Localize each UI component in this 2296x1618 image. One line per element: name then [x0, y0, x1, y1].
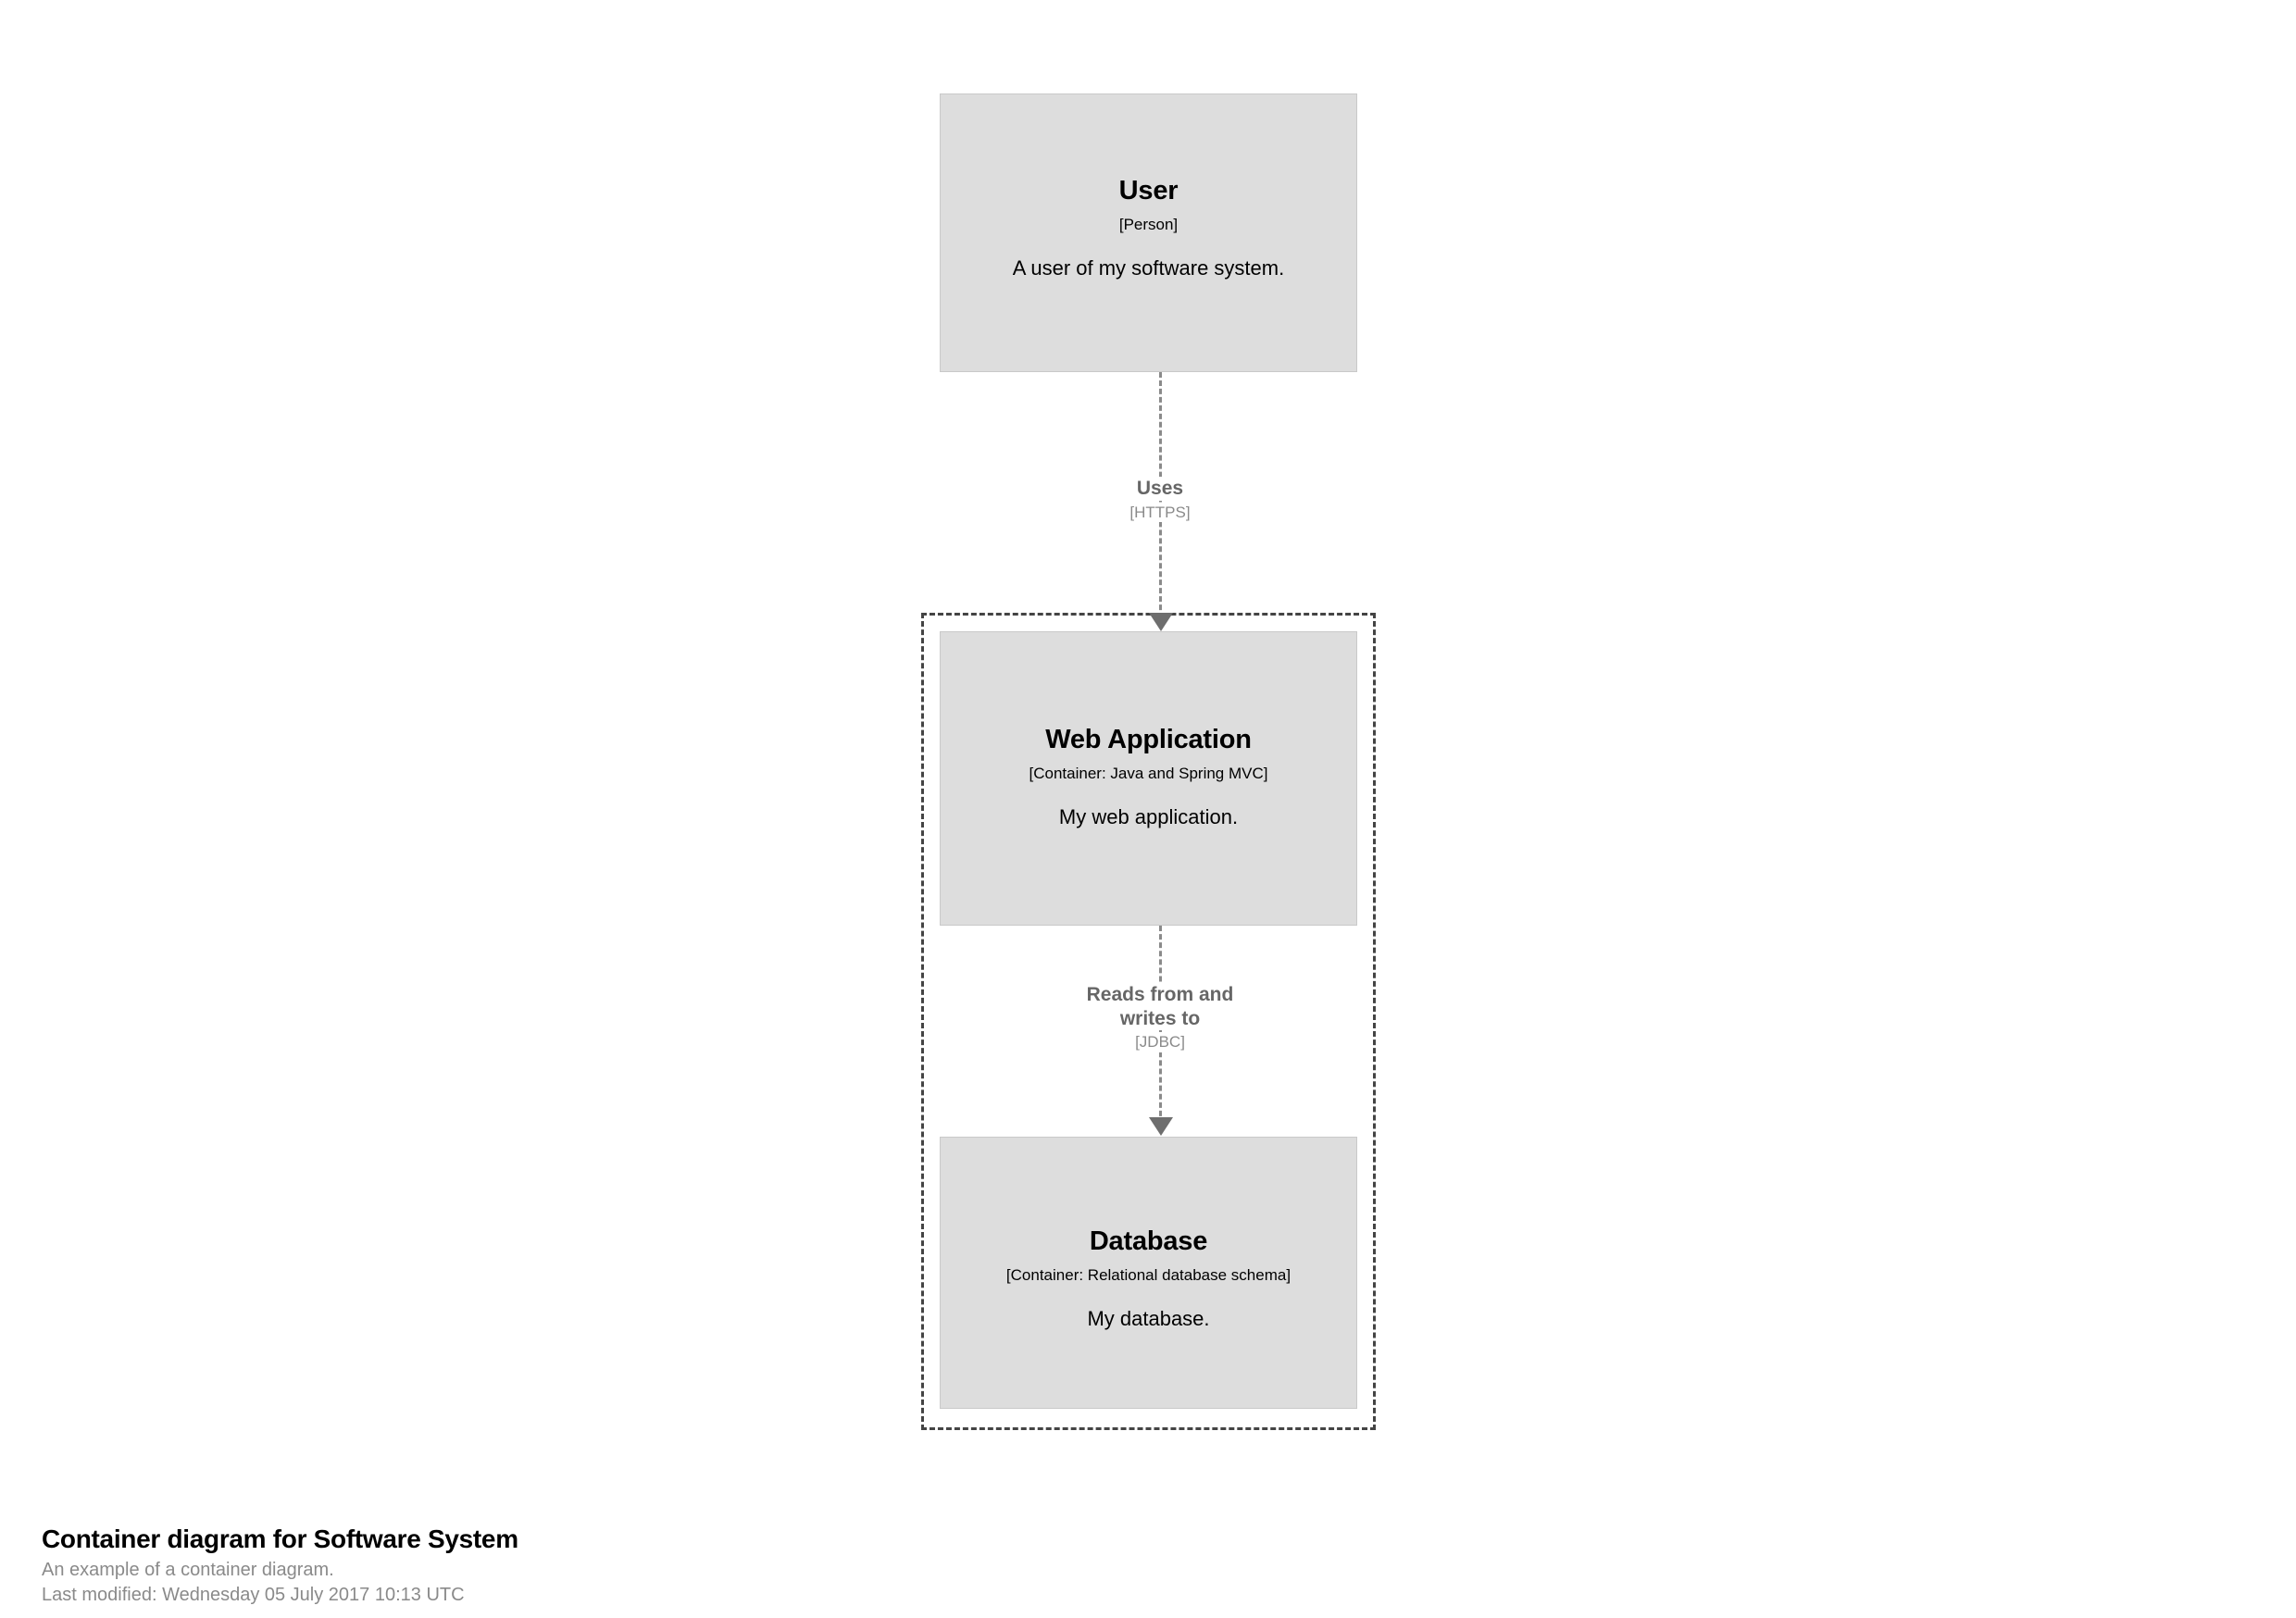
relationship-reads-writes-description: Reads from and writes to [1057, 983, 1263, 1031]
element-database-content: Database [Container: Relational database… [941, 1226, 1356, 1333]
element-web-application-name: Web Application [1045, 725, 1252, 754]
element-user[interactable]: User [Person] A user of my software syst… [940, 93, 1357, 372]
diagram-subtitle: An example of a container diagram. [42, 1560, 334, 1580]
relationship-reads-writes-label: Reads from and writes to [JDBC] [966, 983, 1354, 1052]
element-database-name: Database [1089, 1226, 1208, 1256]
relationship-uses-technology: [HTTPS] [1124, 503, 1196, 522]
relationship-uses-arrowhead [1149, 613, 1173, 631]
relationship-reads-writes-technology: [JDBC] [1129, 1033, 1191, 1052]
element-user-content: User [Person] A user of my software syst… [941, 176, 1356, 282]
element-web-application-description: My web application. [1058, 805, 1239, 829]
software-system-boundary [921, 613, 1376, 1430]
element-user-description: A user of my software system. [1012, 256, 1285, 280]
element-database-description: My database. [1087, 1307, 1210, 1331]
element-database-type: [Container: Relational database schema] [1005, 1266, 1292, 1285]
relationship-uses-label: Uses [HTTPS] [966, 477, 1354, 522]
element-web-application-type: [Container: Java and Spring MVC] [1029, 765, 1268, 783]
element-database[interactable]: Database [Container: Relational database… [940, 1137, 1357, 1409]
relationship-reads-writes-arrowhead [1149, 1117, 1173, 1136]
diagram-title: Container diagram for Software System [42, 1525, 518, 1553]
element-user-name: User [1118, 176, 1179, 205]
diagram-caption: Container diagram for Software System An… [42, 1523, 1338, 1608]
diagram-last-modified: Last modified: Wednesday 05 July 2017 10… [42, 1585, 465, 1605]
relationship-uses-description: Uses [1130, 477, 1190, 501]
element-web-application[interactable]: Web Application [Container: Java and Spr… [940, 631, 1357, 926]
element-web-application-content: Web Application [Container: Java and Spr… [941, 725, 1356, 831]
element-user-type: [Person] [1118, 216, 1179, 234]
